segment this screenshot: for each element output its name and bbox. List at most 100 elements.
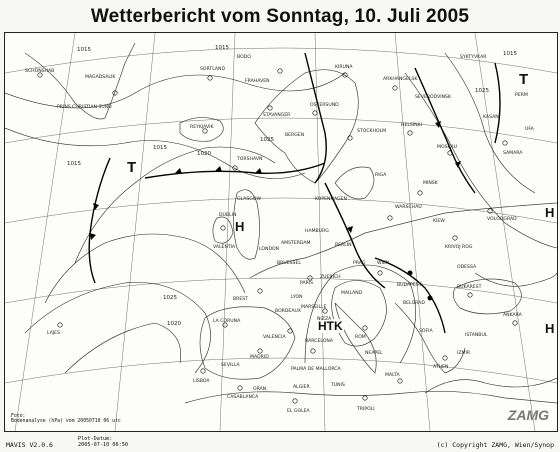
high-pressure-center: H bbox=[545, 205, 555, 220]
station-label: LAJES bbox=[47, 331, 60, 336]
plot-date-value: 2005-07-10 06:50 bbox=[78, 442, 128, 449]
plot-date-label: Plot-Datum: bbox=[78, 436, 113, 443]
station-markers bbox=[37, 68, 518, 404]
station-dot bbox=[377, 270, 383, 276]
coastline-black-sea bbox=[453, 278, 522, 315]
station-label: MAGADSALIK bbox=[85, 75, 116, 80]
station-dot bbox=[502, 140, 508, 146]
station-label: VOLGOGRAD bbox=[487, 217, 517, 222]
coastline-ireland bbox=[212, 216, 234, 244]
station-label: BRUESSEL bbox=[277, 261, 301, 266]
station-label: MINSK bbox=[423, 181, 438, 186]
station-dot bbox=[342, 72, 348, 78]
graticule-line bbox=[14, 33, 76, 431]
station-label: SORTLAND bbox=[200, 67, 225, 72]
front-triangle bbox=[255, 168, 262, 174]
front-triangle bbox=[215, 166, 222, 172]
station-dot bbox=[310, 348, 316, 354]
station-dot bbox=[307, 275, 313, 281]
station-label: DUBLIN bbox=[219, 213, 237, 218]
isobar-label: 1015 bbox=[503, 51, 517, 57]
warm-front bbox=[374, 257, 446, 334]
station-label: ODESSA bbox=[457, 265, 477, 270]
station-dot bbox=[407, 130, 413, 136]
isobar-label: 1020 bbox=[167, 321, 181, 327]
plot-date-block: Plot-Datum: 2005-07-10 06:50 bbox=[78, 437, 128, 449]
front-triangle bbox=[90, 233, 96, 240]
station-label: BELGRAD bbox=[403, 301, 425, 306]
software-version: MAVIS V2.0.6 bbox=[6, 441, 53, 449]
station-label: WIEN bbox=[377, 261, 390, 266]
isobar-label: 1025 bbox=[260, 137, 274, 143]
station-label: PARIS bbox=[300, 281, 314, 286]
station-dot bbox=[392, 85, 398, 91]
station-label: STAVANGER bbox=[263, 113, 291, 118]
isobar-line bbox=[331, 280, 387, 347]
station-dot bbox=[232, 165, 238, 171]
station-dot bbox=[207, 75, 213, 81]
isobar-label: 1015 bbox=[215, 45, 229, 51]
station-label: TORSHAVN bbox=[237, 157, 263, 162]
cold-front bbox=[494, 62, 501, 144]
front-triangle bbox=[435, 121, 441, 128]
station-label: PRAG bbox=[353, 261, 366, 266]
station-label: HAMBURG bbox=[305, 229, 329, 234]
graticule-line bbox=[5, 47, 557, 74]
station-label: SAMARA bbox=[503, 151, 523, 156]
station-dot bbox=[37, 72, 43, 78]
station-label: LONDON bbox=[259, 247, 280, 252]
station-label: ATHEN bbox=[433, 365, 449, 370]
weather-map: 1015 1015 1015 1020 1025 1025 1020 1015 … bbox=[4, 32, 558, 432]
station-dot bbox=[322, 308, 328, 314]
station-label: KRIVOJ ROG bbox=[445, 245, 473, 250]
station-dot bbox=[452, 235, 458, 241]
front-triangle bbox=[347, 226, 353, 233]
high-pressure-center: H bbox=[545, 321, 555, 336]
coastline-baltic bbox=[334, 166, 375, 200]
station-label: LISBOA bbox=[193, 379, 210, 384]
station-dot bbox=[447, 150, 453, 156]
station-label: RIGA bbox=[375, 173, 387, 178]
station-label: LYON bbox=[291, 295, 303, 300]
station-label: CASABLANCA bbox=[227, 395, 259, 400]
station-dot bbox=[287, 328, 293, 334]
cold-front bbox=[144, 162, 326, 179]
graticule-line bbox=[5, 117, 557, 144]
isobar-line bbox=[74, 146, 276, 264]
station-label: UFA bbox=[525, 127, 534, 132]
isobar-label: 1015 bbox=[153, 145, 167, 151]
coastlines bbox=[24, 42, 557, 404]
station-dot bbox=[237, 385, 243, 391]
isobar-line bbox=[5, 127, 306, 179]
station-label: ISTANBUL bbox=[465, 333, 488, 338]
station-label: LA CORUNA bbox=[213, 319, 241, 324]
station-dot bbox=[512, 320, 518, 326]
station-label: BERLIN bbox=[335, 243, 352, 248]
coastline-iberia bbox=[199, 306, 296, 380]
isobar-line bbox=[24, 282, 211, 374]
station-dot bbox=[362, 395, 368, 401]
station-label: SCHONSHAB bbox=[25, 69, 55, 74]
station-label: KOPENHAGEN bbox=[315, 197, 347, 202]
map-canvas bbox=[5, 33, 557, 431]
station-label: MADRID bbox=[250, 355, 269, 360]
coastline-italy bbox=[334, 302, 377, 374]
cold-front bbox=[324, 182, 386, 289]
analysis-note-text: Foto: Bodenanalyse (hPa) vom 20050710 06… bbox=[11, 413, 121, 425]
station-label: PALMA DE MALLORCA bbox=[291, 367, 341, 372]
station-dot bbox=[292, 398, 298, 404]
isobars bbox=[5, 52, 557, 394]
station-label: VALENTIA bbox=[213, 245, 236, 250]
station-label: WARSCHAU bbox=[395, 205, 422, 210]
station-label: MOSKAU bbox=[437, 145, 457, 150]
station-label: EL GOLEA bbox=[287, 409, 310, 414]
station-dot bbox=[257, 288, 263, 294]
front-triangle bbox=[455, 161, 461, 168]
station-label: PERM bbox=[515, 93, 528, 98]
station-dot bbox=[202, 128, 208, 134]
isobar-line bbox=[5, 72, 346, 109]
station-dot bbox=[397, 378, 403, 384]
station-label: ALGIER bbox=[293, 385, 310, 390]
station-label: ROM bbox=[355, 335, 366, 340]
isobar-line bbox=[44, 233, 246, 304]
